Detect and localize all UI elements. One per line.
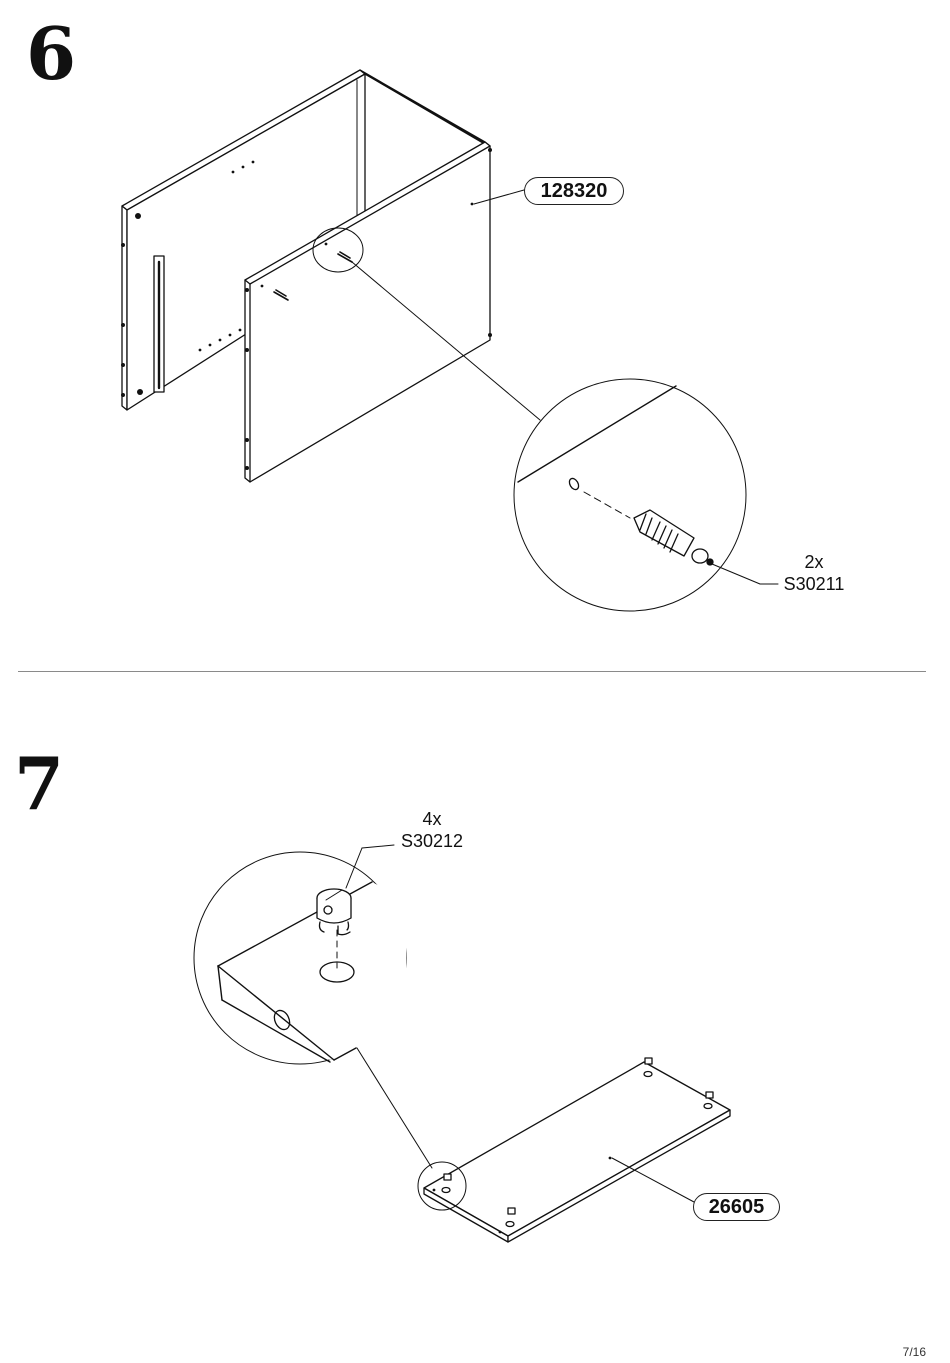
step6-cabinet-illustration — [121, 70, 540, 482]
step-number-7: 7 — [14, 748, 64, 820]
top-panel — [360, 70, 490, 146]
hardware-quantity: 4x — [388, 808, 476, 830]
hardware-code: S30212 — [388, 830, 476, 852]
step-number-6: 6 — [26, 18, 76, 90]
step-divider — [18, 671, 926, 672]
connector-bolt-s30211 — [634, 510, 713, 565]
hardware-quantity: 2x — [770, 551, 858, 573]
step7-bottom-panel — [418, 1058, 730, 1242]
hardware-code: S30211 — [770, 573, 858, 595]
step6-detail-magnifier — [514, 379, 778, 611]
part-label-26605: 26605 — [693, 1193, 780, 1221]
step7-detail-magnifier — [194, 845, 432, 1168]
left-side-panel-face — [122, 206, 127, 410]
hardware-callout-step6: 2x S30211 — [770, 551, 858, 595]
page-number: 7/16 — [903, 1345, 926, 1359]
bottom-panel-top-face — [424, 1062, 730, 1236]
part-label-128320: 128320 — [524, 177, 624, 205]
hardware-callout-step7: 4x S30212 — [388, 808, 476, 852]
